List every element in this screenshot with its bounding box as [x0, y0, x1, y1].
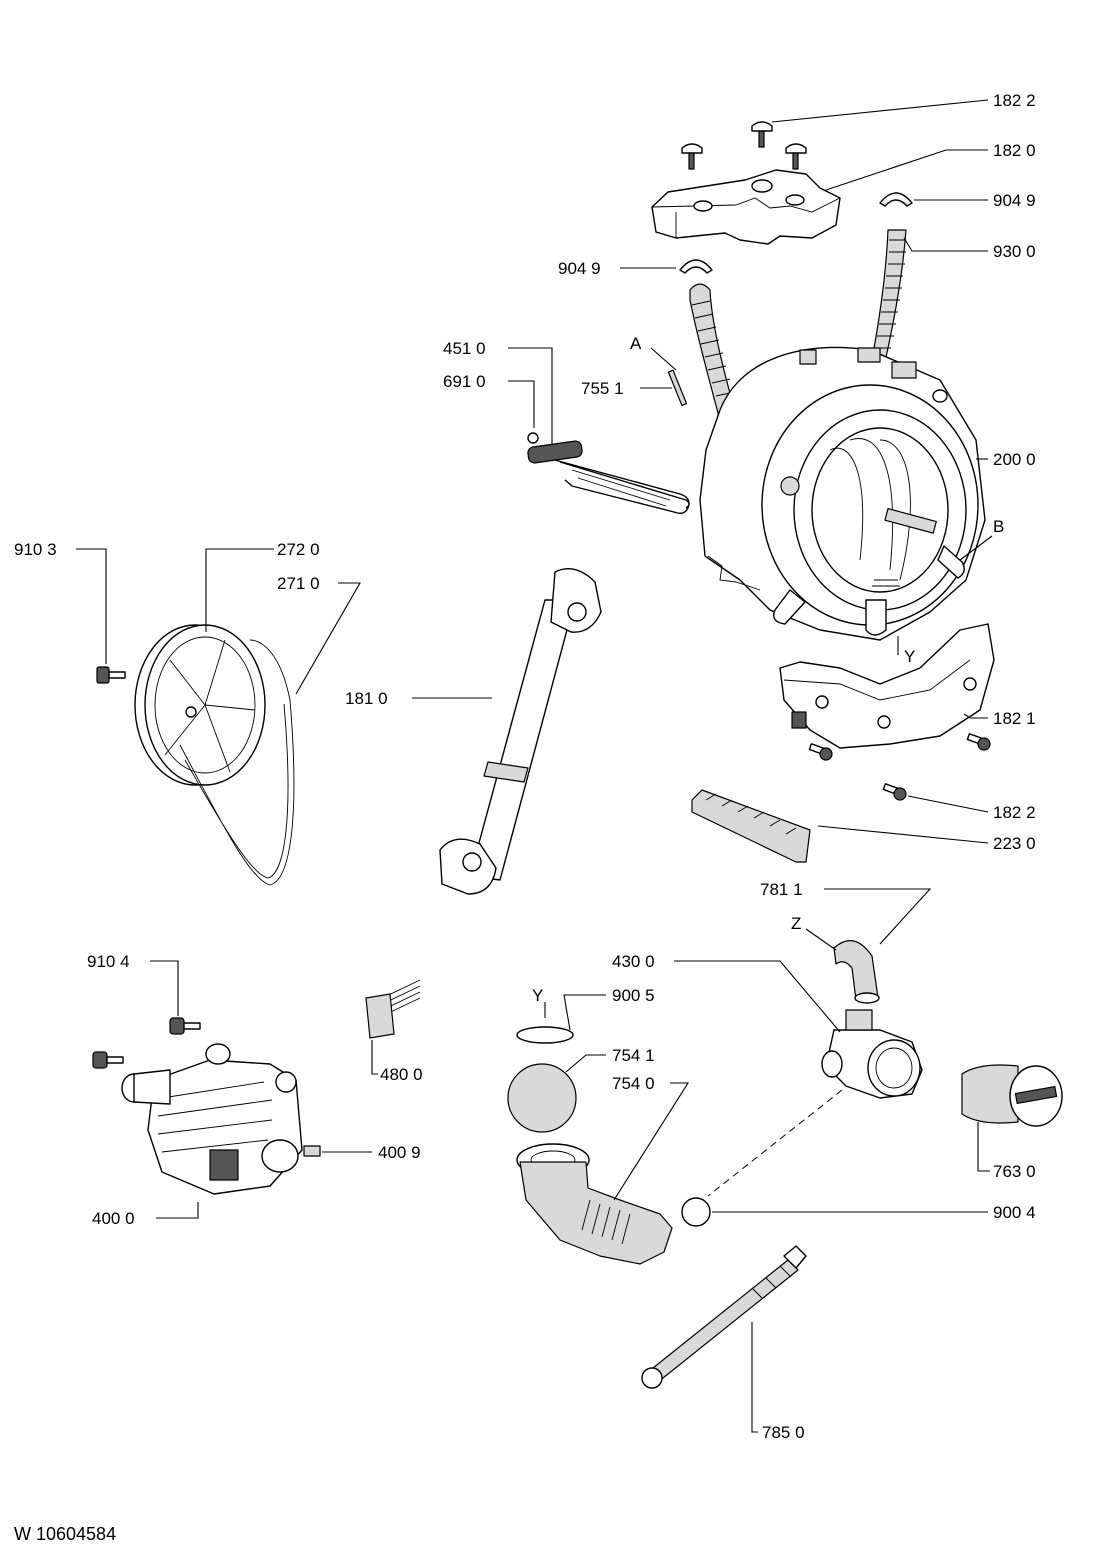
- heater-451-0: [527, 432, 690, 515]
- callout-430-0: 430 0: [612, 952, 655, 971]
- motor-400-0: [121, 1043, 303, 1195]
- callout-A: A: [630, 334, 642, 353]
- leader-272-0: [205, 548, 274, 632]
- leader-B: [959, 535, 993, 561]
- hose-elbow-781-1: [833, 940, 880, 1004]
- hose-785-0: [641, 1245, 807, 1389]
- leader-691-0: [508, 380, 535, 428]
- clamp-900-4: [681, 1197, 711, 1227]
- part-223-0: [691, 789, 811, 863]
- callout-182-2-top: 182 2: [993, 91, 1036, 110]
- callout-910-4: 910 4: [87, 952, 130, 971]
- leader-451-0: [508, 347, 553, 444]
- screw-182-2-lower: [808, 733, 991, 801]
- belt-271-0: [179, 639, 295, 886]
- screw-910-4: [92, 1017, 201, 1069]
- bracket-182-1: [779, 623, 995, 749]
- callout-691-0: 691 0: [443, 372, 486, 391]
- callout-904-9-right: 904 9: [993, 191, 1036, 210]
- leader-763-0: [977, 1122, 990, 1172]
- leader-430-0: [674, 960, 841, 1033]
- sump-hose-754-0: [516, 1143, 673, 1265]
- callout-400-9: 400 9: [378, 1143, 421, 1162]
- callout-904-9-left: 904 9: [558, 259, 601, 278]
- callout-223-0: 223 0: [993, 834, 1036, 853]
- callout-754-0: 754 0: [612, 1074, 655, 1093]
- leader-182-0: [825, 149, 988, 191]
- callout-Z: Z: [791, 914, 801, 933]
- shock-absorber-181-0: [439, 568, 602, 895]
- leader-480-0: [371, 1040, 378, 1075]
- leader-900-5: [563, 994, 606, 1031]
- callout-785-0: 785 0: [762, 1423, 805, 1442]
- callout-Y-lower: Y: [532, 986, 543, 1005]
- callout-182-0: 182 0: [993, 141, 1036, 160]
- pin-755-1: [667, 369, 688, 407]
- callout-900-4: 900 4: [993, 1203, 1036, 1222]
- leader-930-0: [903, 237, 988, 252]
- leader-182-2-lower: [907, 795, 989, 813]
- leader-271-0: [295, 582, 361, 695]
- leader-754-1: [565, 1054, 606, 1073]
- leader-182-2-top: [771, 99, 989, 123]
- connector-480-0: [365, 979, 421, 1039]
- callout-900-5: 900 5: [612, 986, 655, 1005]
- leader-910-3: [76, 548, 107, 664]
- leader-Z: [805, 928, 837, 951]
- screw-910-3: [96, 666, 126, 684]
- callout-B: B: [993, 517, 1004, 536]
- callout-451-0: 451 0: [443, 339, 486, 358]
- callout-271-0: 271 0: [277, 574, 320, 593]
- callout-754-1: 754 1: [612, 1046, 655, 1065]
- callout-182-1: 182 1: [993, 709, 1036, 728]
- callout-910-3: 910 3: [14, 540, 57, 559]
- assembly-axis: [707, 1089, 843, 1197]
- leader-754-0: [613, 1082, 689, 1201]
- callout-930-0: 930 0: [993, 242, 1036, 261]
- callout-763-0: 763 0: [993, 1162, 1036, 1181]
- screw-182-2-top: [681, 121, 807, 170]
- callout-200-0: 200 0: [993, 450, 1036, 469]
- leader-781-1: [824, 888, 932, 945]
- ring-900-5: [516, 1026, 574, 1044]
- leader-223-0: [817, 825, 989, 844]
- filter-763-0: [961, 1064, 1063, 1127]
- callout-Y-upper: Y: [904, 647, 915, 666]
- callout-400-0: 400 0: [92, 1209, 135, 1228]
- leader-A: [650, 347, 677, 371]
- leader-910-4: [150, 960, 179, 1016]
- callout-272-0: 272 0: [277, 540, 320, 559]
- callout-480-0: 480 0: [380, 1065, 423, 1084]
- leader-785-0: [751, 1322, 758, 1433]
- tub-200-0: [699, 346, 986, 641]
- callout-181-0: 181 0: [345, 689, 388, 708]
- leader-400-0: [156, 1202, 199, 1219]
- callout-781-1: 781 1: [760, 880, 803, 899]
- pump-430-0: [821, 1009, 923, 1099]
- part-400-9: [303, 1145, 321, 1157]
- callout-182-2-lower: 182 2: [993, 803, 1036, 822]
- callout-755-1: 755 1: [581, 379, 624, 398]
- counterweight-182-0: [651, 169, 841, 245]
- document-number: W 10604584: [14, 1524, 116, 1544]
- pulley-272-0: [134, 624, 266, 786]
- leader-182-1: [963, 713, 988, 719]
- ball-754-1: [507, 1063, 577, 1133]
- clamp-904-9: [679, 192, 913, 274]
